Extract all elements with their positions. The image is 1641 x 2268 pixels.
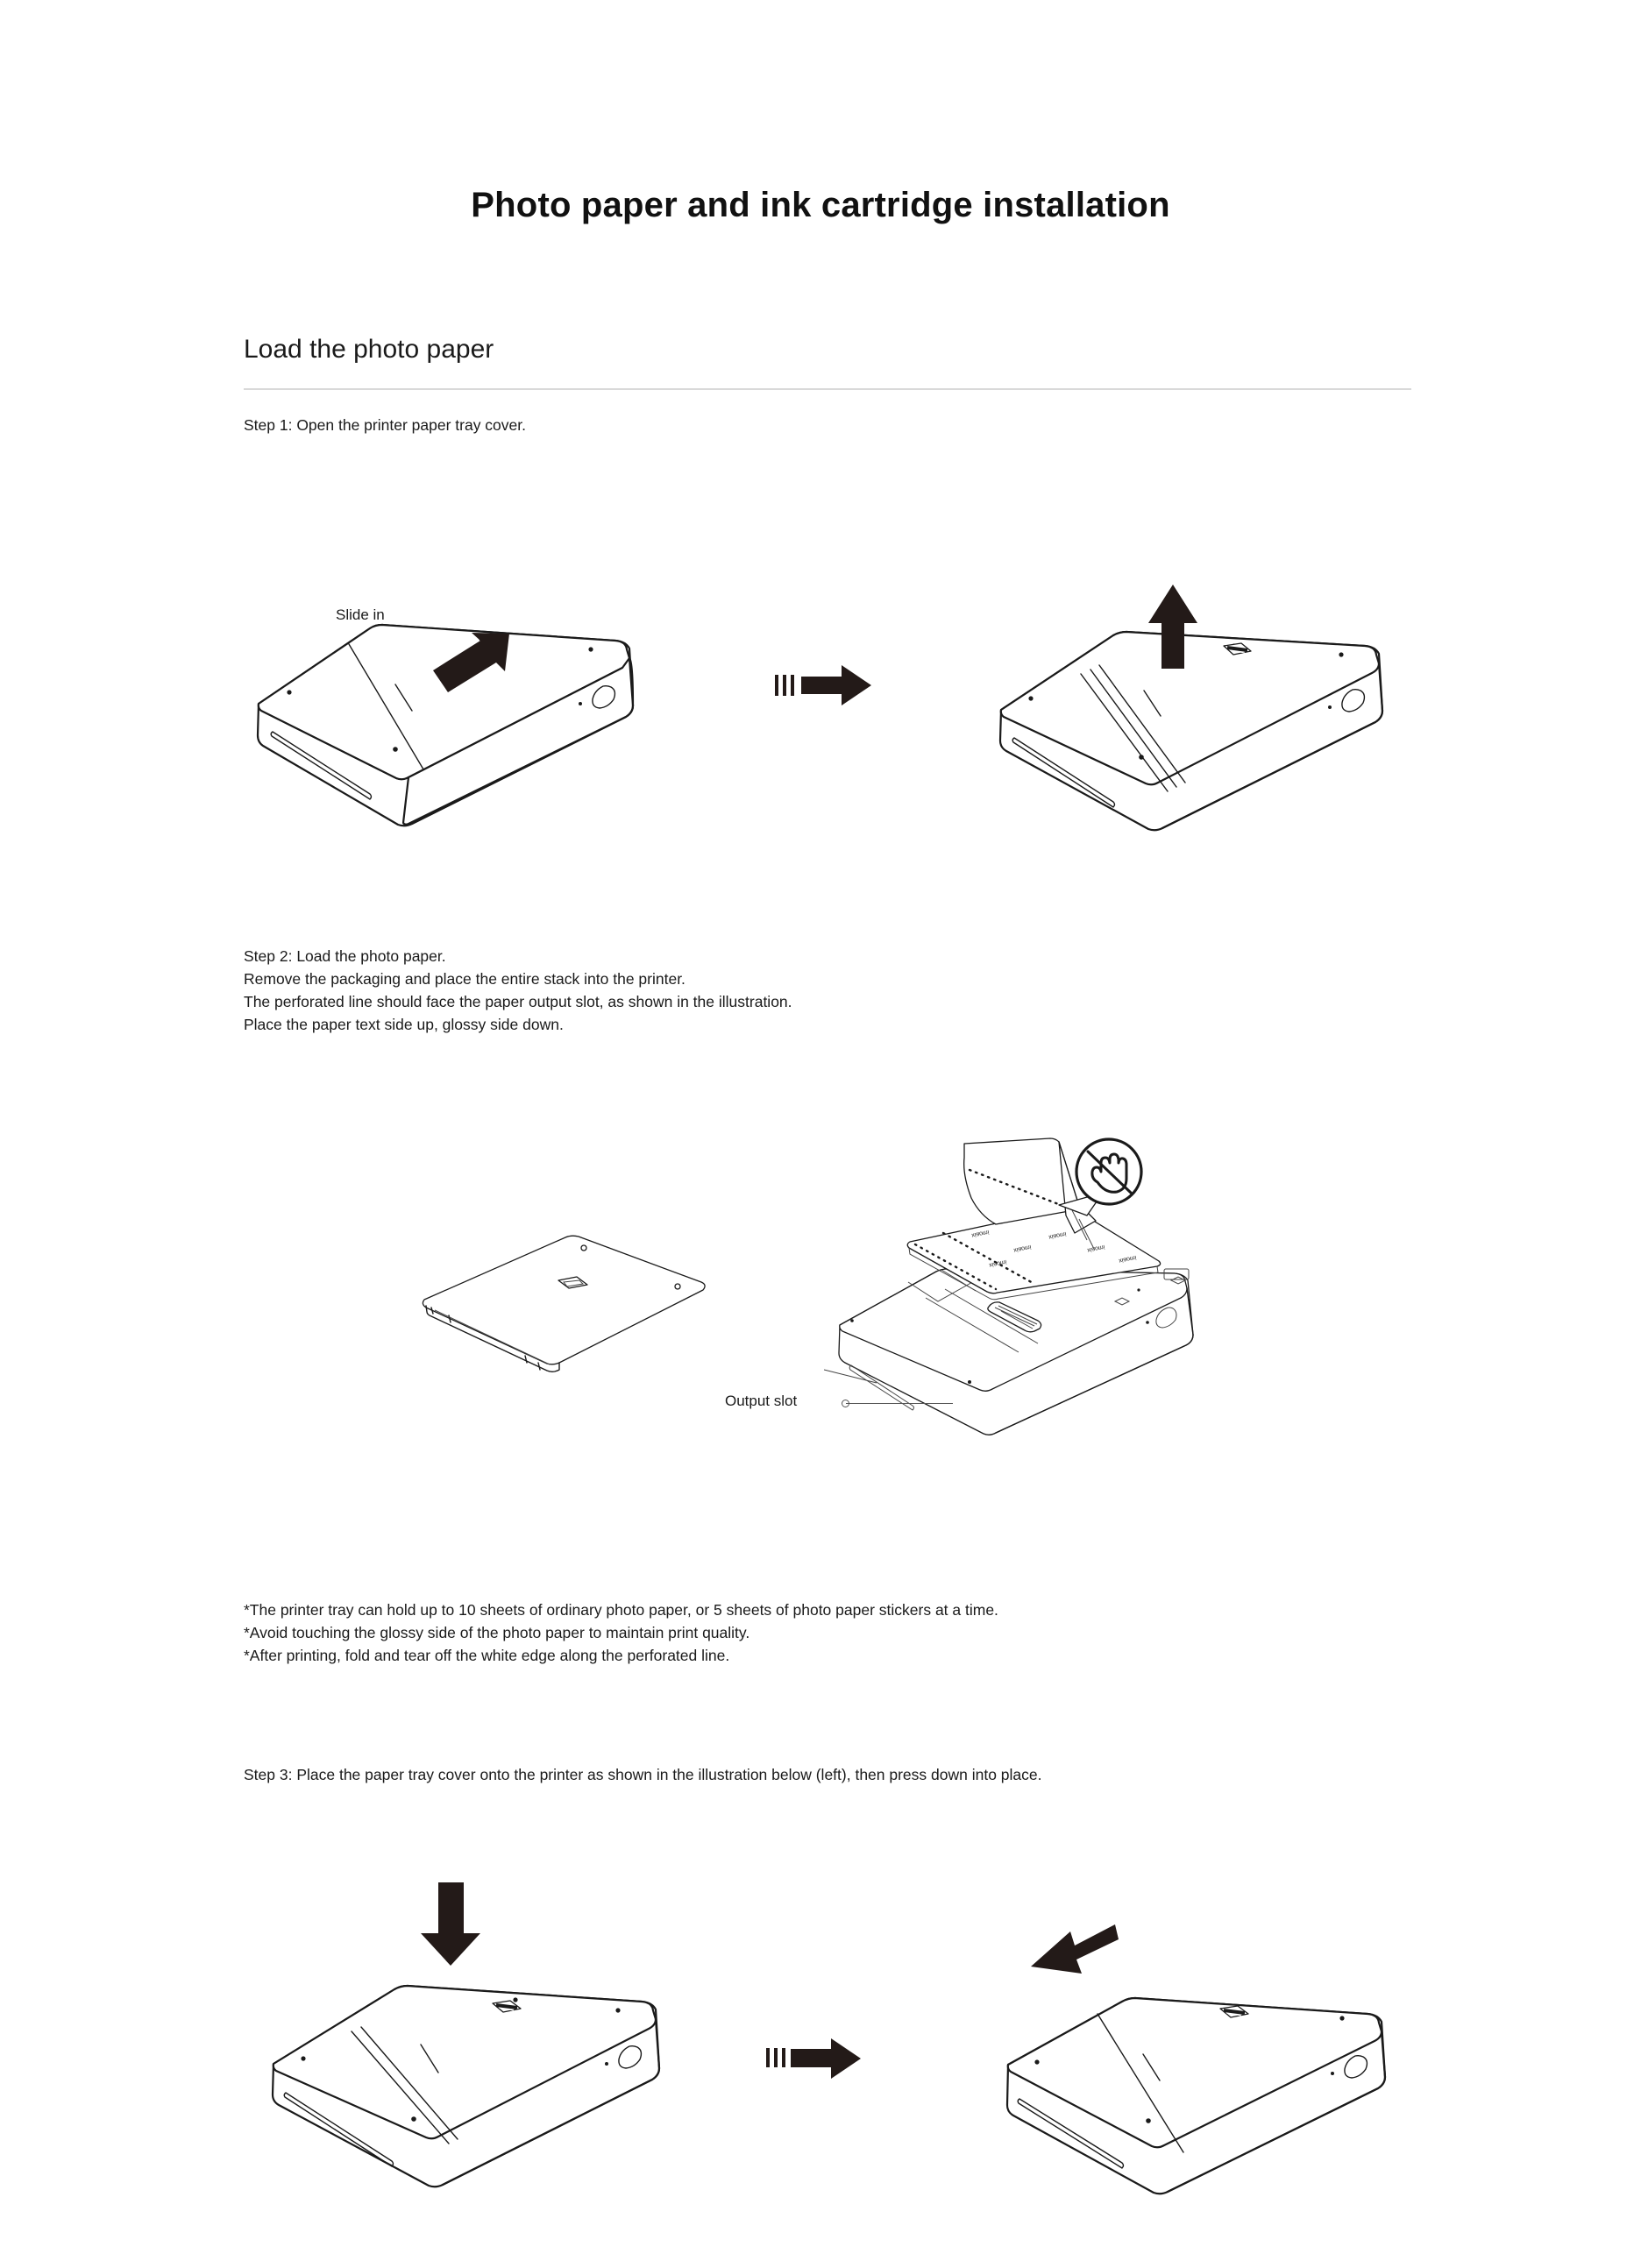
svg-text:xiaomi: xiaomi <box>971 1229 991 1238</box>
step-3-instruction: Step 3: Place the paper tray cover onto … <box>244 1766 1042 1783</box>
illustration-printer-closed-slide-in <box>237 574 649 837</box>
notes-list: *The printer tray can hold up to 10 shee… <box>244 1601 998 1664</box>
page-title: Photo paper and ink cartridge installati… <box>471 186 1170 224</box>
illustration-press-cover-down <box>263 1865 701 2189</box>
illustration-tray-cover <box>405 1227 721 1380</box>
illustration-printer-cover-lift <box>982 565 1411 837</box>
leader-line <box>846 1403 953 1404</box>
illustration-printer-load-paper: xiaomi xiaomi xiaomi xiaomi xiaomi xiaom… <box>824 1117 1227 1442</box>
transition-arrow-step1 <box>771 659 877 712</box>
section-heading: Load the photo paper <box>244 335 494 364</box>
svg-text:xiaomi: xiaomi <box>1119 1254 1138 1264</box>
output-slot-caption: Output slot <box>725 1393 798 1409</box>
slide-in-caption: Slide in <box>336 606 385 623</box>
transition-arrow-step3 <box>763 2038 868 2090</box>
illustration-printer-assembled <box>982 1900 1420 2198</box>
svg-text:xiaomi: xiaomi <box>1087 1244 1106 1253</box>
svg-text:xiaomi: xiaomi <box>1048 1230 1068 1240</box>
step-2-instruction: Step 2: Load the photo paper. Remove the… <box>244 947 792 1033</box>
step-1-instruction: Step 1: Open the printer paper tray cove… <box>244 416 526 434</box>
svg-text:xiaomi: xiaomi <box>989 1258 1008 1268</box>
svg-text:xiaomi: xiaomi <box>1013 1244 1033 1253</box>
section-divider <box>244 388 1411 390</box>
